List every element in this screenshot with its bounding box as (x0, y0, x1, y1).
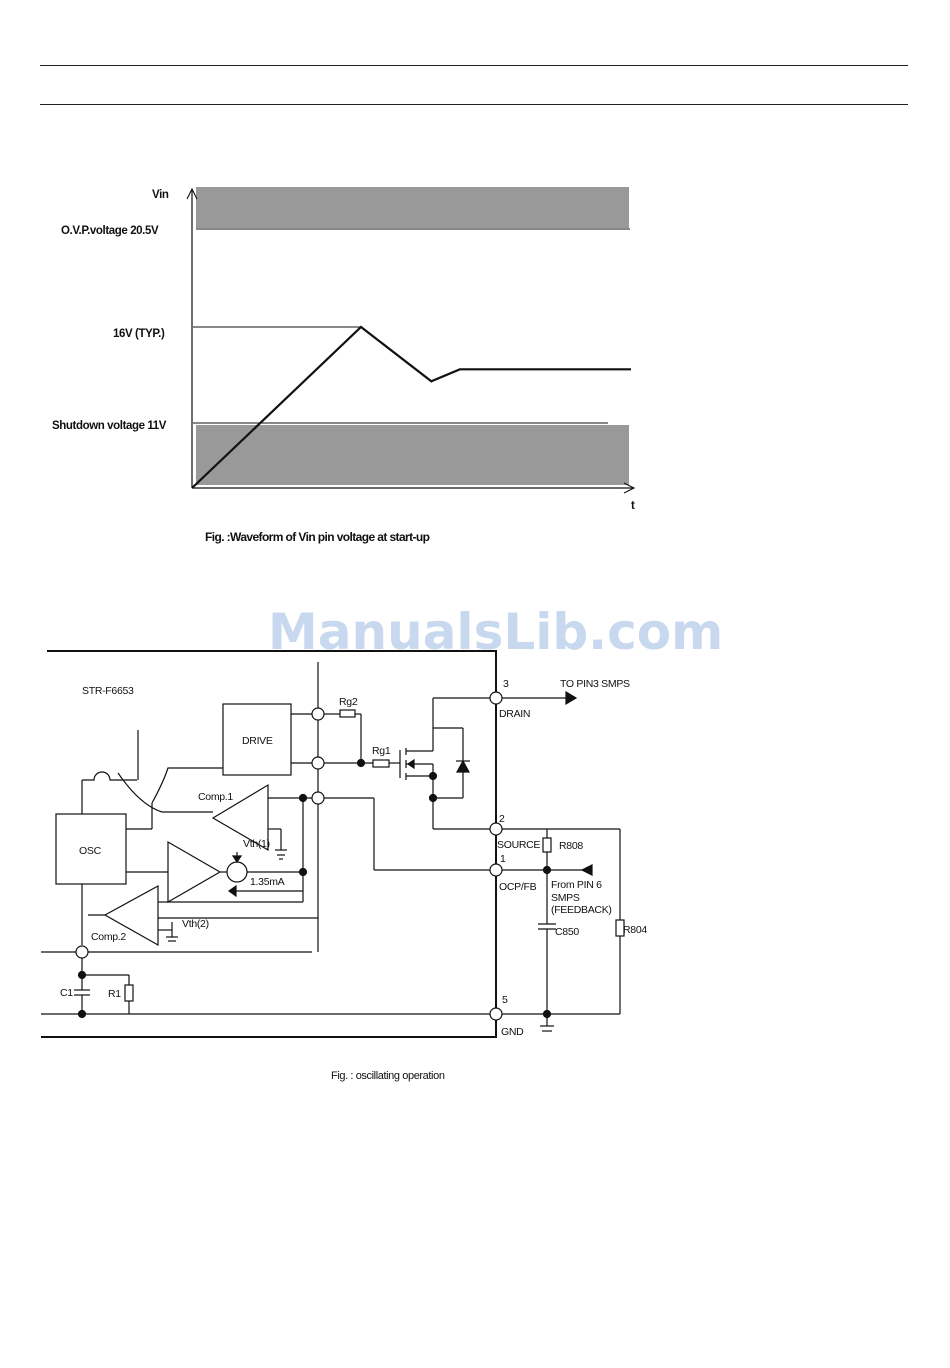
r1-label: R1 (108, 988, 121, 1000)
comp2-triangle (103, 884, 159, 947)
drive-block (222, 703, 292, 776)
gnd-label: GND (501, 1026, 524, 1038)
pin5-terminal (489, 1007, 503, 1021)
comp2-label: Comp.2 (91, 931, 126, 943)
r1-resistor (124, 984, 134, 1002)
typ-label: 16V (TYP.) (113, 328, 165, 340)
c1-label: C1 (60, 987, 73, 999)
rg1-resistor (372, 759, 390, 768)
r808-label: R808 (559, 840, 583, 852)
header-rule-top (40, 65, 908, 66)
comp1-triangle (211, 783, 269, 852)
pin3-terminal (489, 691, 503, 705)
vth1-label: Vth(1) (243, 838, 270, 850)
pin1-label: 1 (500, 853, 506, 865)
osc-block (55, 813, 127, 885)
pin3-label: 3 (503, 678, 509, 690)
osc-label: OSC (79, 845, 102, 857)
shutdown-label: Shutdown voltage 11V (52, 420, 167, 432)
from-pin6-label: From PIN 6 (551, 879, 602, 891)
ocpfb-label: OCP/FB (499, 881, 537, 893)
c850-label: C850 (555, 926, 579, 938)
schematic-labels: STR-F6653 DRIVE OSC Comp.1 Comp.2 Vth(1)… (60, 678, 648, 1082)
ovp-region (196, 187, 629, 228)
x-axis-arrow (623, 482, 636, 494)
source-label: SOURCE (497, 839, 540, 851)
comp1-label: Comp.1 (198, 791, 233, 803)
ic-name-label: STR-F6653 (82, 685, 134, 697)
current-source (226, 861, 248, 883)
to-pin3-label: TO PIN3 SMPS (560, 678, 630, 690)
rg2-resistor (339, 709, 356, 718)
comp-mid-triangle (167, 840, 222, 904)
drain-label: DRAIN (499, 708, 530, 720)
pin2-label: 2 (499, 813, 505, 825)
oscillator-schematic (41, 650, 625, 1038)
header-rule-bottom (40, 104, 908, 105)
r808-resistor (542, 837, 552, 853)
schematic-caption: Fig. : oscillating operation (331, 1070, 445, 1082)
chart-caption: Fig. :Waveform of Vin pin voltage at sta… (205, 530, 430, 544)
y-axis-label: Vin (152, 189, 169, 201)
shutdown-region (196, 425, 629, 485)
r804-label: R804 (623, 924, 647, 936)
vin-trace-line (191, 325, 631, 489)
vin-waveform-chart: Vin O.V.P.voltage 20.5V 16V (TYP.) Shutd… (52, 187, 635, 544)
smps-label: SMPS (551, 892, 580, 904)
ic-outline (41, 650, 497, 1038)
feedback-label: (FEEDBACK) (551, 904, 612, 916)
drive-label: DRIVE (242, 735, 273, 747)
rg2-label: Rg2 (339, 696, 358, 708)
ovp-label: O.V.P.voltage 20.5V (61, 225, 159, 237)
current-label: 1.35mA (250, 876, 285, 888)
x-axis-label: t (631, 500, 635, 512)
pin1-terminal (489, 863, 503, 877)
rg1-label: Rg1 (372, 745, 391, 757)
y-axis-arrow (186, 187, 198, 200)
pin5-label: 5 (502, 994, 508, 1006)
vth2-label: Vth(2) (182, 918, 209, 930)
